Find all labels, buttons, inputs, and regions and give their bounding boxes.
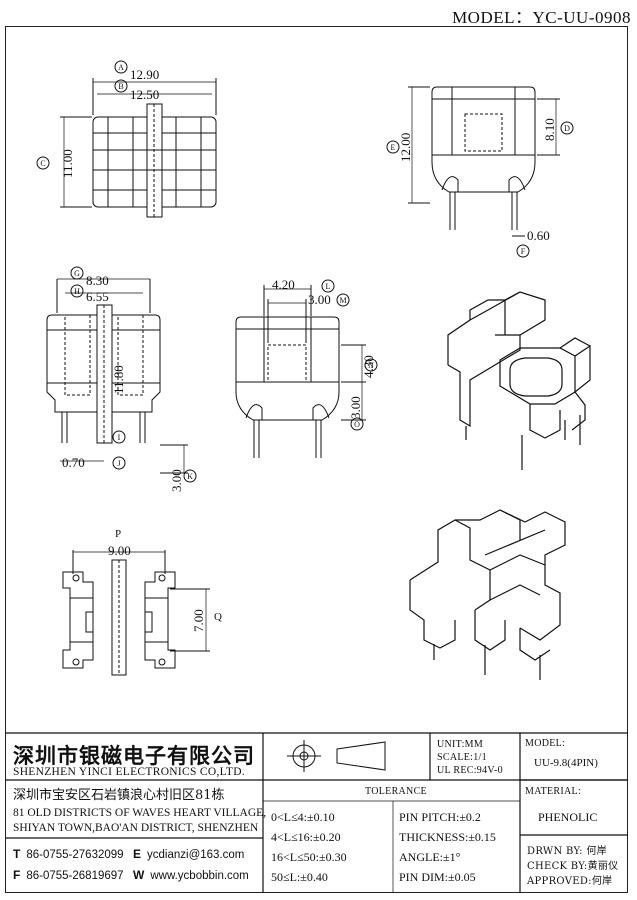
thickness-tolerance: THICKNESS:±0.15 [399, 830, 496, 844]
material-label: MATERIAL: [525, 786, 582, 797]
ref-d: D [564, 124, 570, 133]
model-number-header: MODEL：YC-UU-0908 [452, 8, 631, 27]
tolerance-range-1: 0<L≤4:±0.10 [271, 810, 335, 824]
ref-h: H [74, 287, 80, 296]
fax: F 86-0755-26819697 [13, 868, 124, 882]
pin-dim-tolerance: PIN DIM:±0.05 [399, 870, 476, 884]
dim-e: 12.00 [398, 133, 413, 162]
ref-f: F [521, 247, 526, 256]
material-value: PHENOLIC [538, 810, 598, 824]
drawing-frame [5, 26, 628, 893]
dim-j: 0.70 [62, 455, 85, 470]
tolerance-title: TOLERANCE [365, 786, 427, 797]
dim-p: 9.00 [108, 543, 131, 558]
bottom-view [62, 550, 210, 676]
address-en-line2: SHIYAN TOWN,BAO'AN DISTRICT, SHENZHEN [13, 822, 259, 834]
ref-n: N [368, 361, 374, 370]
company-name-cn: 深圳市银磁电子有限公司 [13, 743, 255, 768]
drawn-by: DRWN BY: 何岸 [527, 846, 607, 857]
dim-m: 3.00 [308, 292, 331, 307]
dim-g: 8.30 [86, 273, 109, 288]
tel-label: T [13, 847, 21, 861]
model-label: MODEL: [525, 738, 566, 749]
angle-tolerance: ANGLE:±1° [399, 850, 461, 864]
side-view [386, 86, 574, 258]
scale: SCALE:1/1 [437, 752, 487, 763]
ref-l: L [326, 282, 331, 291]
front-view [36, 60, 217, 218]
ref-p: P [115, 528, 121, 540]
ref-q: Q [214, 611, 222, 623]
dim-c: 11.00 [60, 149, 75, 178]
ref-g: G [74, 269, 80, 278]
web-label: W [133, 868, 145, 882]
tolerance-range-4: 50≤L:±0.40 [271, 870, 328, 884]
ref-e: E [391, 143, 396, 152]
dim-l: 4.20 [272, 277, 295, 292]
dim-o: 3.00 [348, 396, 363, 419]
ref-m: M [339, 296, 346, 305]
ul-rec: UL REC:94V-0 [437, 765, 503, 776]
ref-j: J [117, 459, 120, 468]
dim-k: 3.00 [169, 469, 184, 492]
fax-value: 86-0755-26819697 [26, 870, 124, 882]
address-en-line1: 81 OLD DISTRICTS OF WAVES HEART VILLAGE, [13, 807, 267, 819]
section-view [46, 266, 197, 483]
dim-i: 11.80 [111, 365, 126, 394]
telephone: T 86-0755-27632099 [13, 847, 124, 861]
email-value: ycdianzi@163.com [147, 849, 245, 861]
tolerance-range-3: 16<L≤50:±0.30 [271, 850, 347, 864]
title-block-grid [5, 732, 628, 893]
side-section-view [235, 279, 378, 458]
dim-n: 4.30 [361, 355, 376, 378]
fax-label: F [13, 868, 21, 882]
dim-b: 12.50 [130, 87, 159, 102]
dim-h: 6.55 [86, 289, 109, 304]
company-name-en: SHENZHEN YINCI ELECTRONICS CO,LTD. [13, 766, 245, 778]
web-value: www.ycbobbin.com [150, 870, 249, 882]
model-value: UU-9.8(4PIN) [534, 757, 598, 769]
ref-a: A [118, 63, 124, 72]
pin-pitch-tolerance: PIN PITCH:±0.2 [399, 810, 481, 824]
unit: UNIT:MM [437, 739, 484, 750]
ref-o: O [354, 420, 360, 429]
ref-c: C [40, 159, 45, 168]
isometric-view-bottom [409, 509, 566, 680]
approved-by: APPROVED:何岸 [527, 876, 613, 887]
ref-k: K [187, 472, 193, 481]
dim-q: 7.00 [191, 609, 206, 632]
checked-by: CHECK BY:黄丽仪 [527, 861, 619, 872]
tolerance-range-2: 4<L≤16:±0.20 [271, 830, 341, 844]
projection-symbol [287, 740, 386, 772]
ref-b: B [118, 82, 123, 91]
dim-d: 8.10 [542, 118, 557, 141]
tel-value: 86-0755-27632099 [26, 849, 124, 861]
address-cn: 深圳市宝安区石岩镇浪心村旧区81栋 [13, 788, 225, 803]
isometric-view-top [447, 291, 591, 470]
email-label: E [133, 847, 142, 861]
dim-a: 12.90 [130, 67, 159, 82]
ref-i: I [118, 433, 121, 442]
dim-f: 0.60 [527, 228, 550, 243]
